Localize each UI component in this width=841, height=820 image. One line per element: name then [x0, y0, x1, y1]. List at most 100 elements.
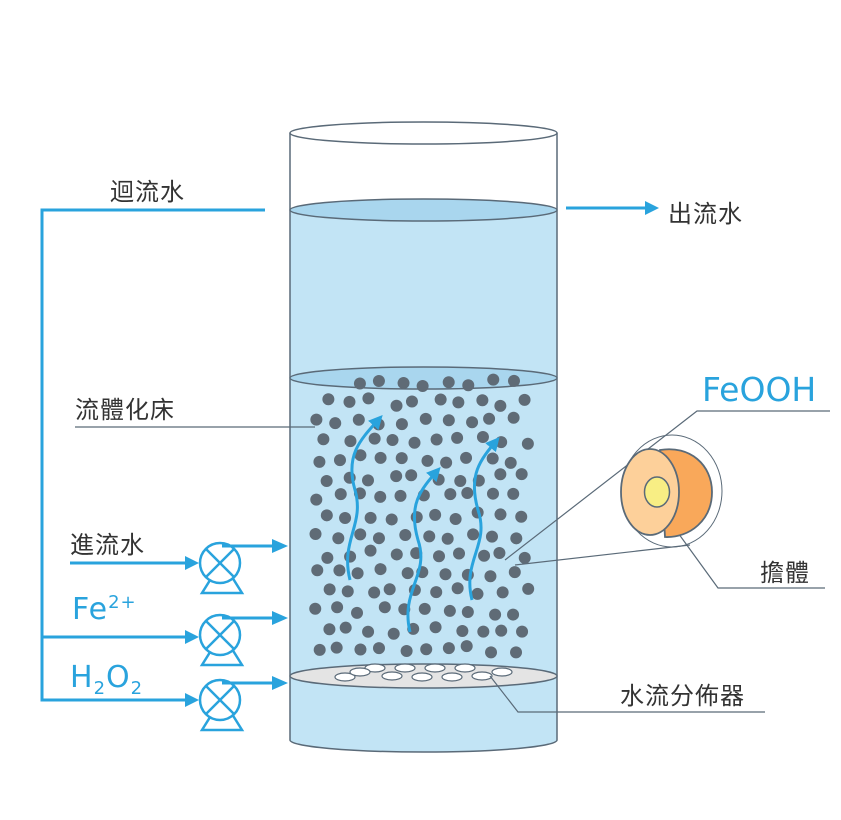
- particle: [310, 413, 323, 426]
- particle: [374, 563, 387, 576]
- feooh-particle-detail: [620, 434, 723, 548]
- distributor-leader-line: [489, 675, 765, 713]
- particle: [313, 455, 326, 468]
- particle: [507, 487, 520, 500]
- particle: [434, 393, 447, 406]
- h2o2-label: H2O2: [70, 660, 143, 699]
- particle: [394, 489, 407, 502]
- particle: [507, 374, 520, 387]
- particle: [508, 566, 521, 579]
- particle: [510, 532, 523, 545]
- particle: [487, 373, 500, 386]
- water-distributor: [289, 663, 558, 689]
- h-text: H: [70, 660, 94, 695]
- particle: [489, 608, 502, 621]
- particle: [494, 399, 507, 412]
- particle: [515, 468, 528, 481]
- particle: [362, 474, 375, 487]
- particle: [354, 449, 367, 462]
- fe2-label: Fe2+: [72, 592, 137, 627]
- particle: [416, 380, 429, 393]
- particle: [485, 646, 498, 659]
- particle: [486, 452, 499, 465]
- particle: [462, 379, 475, 392]
- particle: [374, 451, 387, 464]
- distributor-hole: [334, 672, 356, 682]
- particle: [309, 528, 322, 541]
- distributor-hole: [441, 672, 463, 682]
- particle: [368, 586, 381, 599]
- particle: [405, 395, 418, 408]
- particle: [400, 644, 413, 657]
- particle: [430, 433, 443, 446]
- upflow-arrows: [346, 415, 500, 633]
- particle: [419, 412, 432, 425]
- particle: [518, 551, 531, 564]
- pump-icon: [198, 539, 288, 595]
- particle: [339, 512, 352, 525]
- fluidized-bed-label: 流體化床: [75, 396, 175, 424]
- particle: [383, 583, 396, 596]
- distributor-hole: [381, 671, 403, 681]
- particle: [441, 532, 454, 545]
- particle: [495, 624, 508, 637]
- particle: [364, 544, 377, 557]
- particle: [510, 646, 523, 659]
- particle: [386, 433, 399, 446]
- particle: [313, 643, 326, 656]
- particle: [362, 625, 375, 638]
- particle: [429, 508, 442, 521]
- feooh-leader-line: [504, 410, 830, 561]
- particle: [320, 474, 333, 487]
- particle: [521, 437, 534, 450]
- particle: [362, 392, 375, 405]
- particle: [443, 604, 456, 617]
- particle: [471, 587, 484, 600]
- particle: [334, 488, 347, 501]
- particle-leader-line: [514, 544, 691, 566]
- particle: [467, 528, 480, 541]
- particle: [399, 528, 412, 541]
- particle: [372, 532, 385, 545]
- particle: [485, 530, 498, 543]
- upflow-arrow: [346, 415, 383, 581]
- particle: [504, 456, 517, 469]
- o-text: O: [106, 660, 131, 695]
- particle: [330, 641, 343, 654]
- particle: [442, 414, 455, 427]
- recirculation-label: 迴流水: [110, 178, 185, 206]
- particle: [395, 418, 408, 431]
- upflow-arrow: [406, 467, 441, 633]
- particle: [460, 640, 473, 653]
- particle: [352, 413, 365, 426]
- distributor-hole: [349, 667, 371, 677]
- particle: [309, 602, 322, 615]
- particle: [339, 621, 352, 634]
- particle: [354, 528, 367, 541]
- particle: [452, 396, 465, 409]
- particle: [486, 487, 499, 500]
- inflow-label: 進流水: [70, 531, 145, 559]
- particle: [395, 452, 408, 465]
- particle: [385, 513, 398, 526]
- particle: [390, 548, 403, 561]
- particle: [466, 416, 479, 429]
- particle: [397, 377, 410, 390]
- particle: [310, 493, 323, 506]
- particle: [320, 509, 333, 522]
- particle: [401, 567, 414, 580]
- particle: [351, 567, 364, 580]
- particle: [453, 547, 466, 560]
- particle: [440, 456, 453, 469]
- pump-icon: [198, 611, 288, 667]
- particle: [372, 642, 385, 655]
- outflow-label: 出流水: [668, 200, 743, 228]
- distributor-hole: [454, 663, 476, 673]
- particle: [522, 582, 535, 595]
- particle: [368, 432, 381, 445]
- particle: [461, 487, 474, 500]
- particle: [322, 393, 335, 406]
- particle: [484, 570, 497, 583]
- particle: [354, 643, 367, 656]
